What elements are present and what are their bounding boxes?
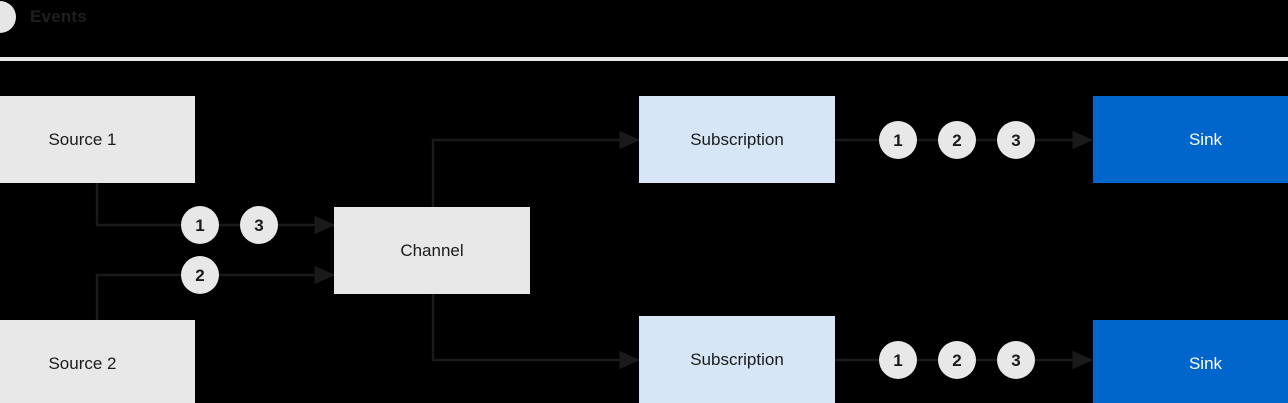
event-chip: 1 — [181, 206, 219, 244]
event-chip-number: 1 — [195, 215, 205, 235]
node-sink-bottom-label: Sink — [1188, 354, 1223, 373]
node-subscription-top[interactable]: Subscription — [639, 96, 835, 183]
event-chip: 1 — [879, 121, 917, 159]
node-sink-bottom[interactable]: Sink — [1093, 320, 1288, 403]
legend: Events — [0, 1, 87, 33]
node-subscription-bottom[interactable]: Subscription — [639, 316, 835, 403]
node-subscription-top-label: Subscription — [690, 130, 784, 149]
node-channel-label: Channel — [400, 241, 464, 260]
node-channel[interactable]: Channel — [334, 207, 530, 294]
node-source-1[interactable]: Source 1 — [0, 96, 195, 183]
wire-channel-to-subscription-top — [431, 130, 640, 207]
event-chip-number: 2 — [952, 350, 962, 370]
legend-label: Events — [30, 7, 87, 26]
node-source-2-label: Source 2 — [48, 354, 117, 373]
wire-source2-to-channel — [95, 265, 335, 320]
event-chip: 2 — [938, 121, 976, 159]
event-chip: 1 — [879, 341, 917, 379]
event-chip: 2 — [181, 256, 219, 294]
event-chip-number: 2 — [952, 130, 962, 150]
event-dot-icon — [0, 1, 16, 33]
wire-channel-to-subscription-bottom — [431, 294, 640, 370]
event-chip-number: 3 — [1011, 350, 1021, 370]
event-chip: 3 — [997, 341, 1035, 379]
node-source-1-label: Source 1 — [48, 130, 117, 149]
event-chip-number: 1 — [893, 130, 903, 150]
node-source-2[interactable]: Source 2 — [0, 320, 195, 403]
event-chip-number: 3 — [254, 215, 264, 235]
node-subscription-bottom-label: Subscription — [690, 350, 784, 369]
header-divider — [0, 57, 1288, 61]
event-chip: 3 — [997, 121, 1035, 159]
event-chip: 2 — [938, 341, 976, 379]
node-sink-top-label: Sink — [1188, 130, 1223, 149]
event-chip-number: 3 — [1011, 130, 1021, 150]
event-chip-number: 2 — [195, 265, 205, 285]
node-sink-top[interactable]: Sink — [1093, 96, 1288, 183]
event-chip: 3 — [240, 206, 278, 244]
event-chip-number: 1 — [893, 350, 903, 370]
